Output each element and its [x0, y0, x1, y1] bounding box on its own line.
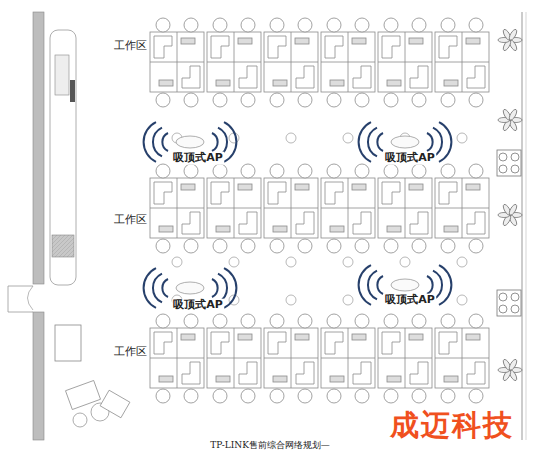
- stool: [457, 257, 467, 267]
- equipment-box: [497, 150, 521, 176]
- desk-cluster: [378, 314, 432, 403]
- zone-label: 工作区: [113, 346, 148, 359]
- ap-label: 吸顶式AP: [172, 299, 224, 312]
- stool: [286, 257, 296, 267]
- stool: [343, 257, 353, 267]
- desk-cluster: [264, 18, 318, 107]
- zone-label: 工作区: [113, 214, 148, 227]
- stool: [343, 133, 353, 143]
- plant: [498, 203, 522, 226]
- equipment-box: [497, 290, 521, 316]
- stool: [229, 257, 239, 267]
- desk-cluster: [435, 164, 489, 253]
- stool: [400, 257, 410, 267]
- stool: [343, 295, 353, 305]
- stool: [286, 133, 296, 143]
- stool: [172, 257, 182, 267]
- desk-cluster: [378, 164, 432, 253]
- watermark: 成迈科技: [389, 409, 515, 442]
- window-line: [522, 12, 523, 440]
- desk-cluster: [321, 164, 375, 253]
- desk-cluster: [435, 314, 489, 403]
- desk-cluster: [435, 18, 489, 107]
- stool: [457, 133, 467, 143]
- cabinet: [55, 325, 81, 361]
- ap-label: 吸顶式AP: [384, 152, 436, 165]
- plant: [498, 358, 522, 381]
- caption: TP-LINK售前综合网络规划—: [209, 440, 331, 450]
- lounge: [65, 380, 129, 427]
- plant: [498, 108, 522, 131]
- desk-cluster: [150, 164, 204, 253]
- cabinet: [55, 55, 69, 95]
- desk-cluster: [321, 18, 375, 107]
- stairs: [52, 235, 74, 257]
- desk-cluster: [264, 164, 318, 253]
- stool: [286, 295, 296, 305]
- desk-cluster: [207, 164, 261, 253]
- stool: [457, 295, 467, 305]
- counter: [50, 30, 76, 285]
- stool: [229, 133, 239, 143]
- window-line: [526, 12, 527, 440]
- desk-cluster: [264, 314, 318, 403]
- desk-cluster: [150, 314, 204, 403]
- device: [70, 80, 75, 102]
- door: [8, 286, 33, 312]
- desk-cluster: [150, 18, 204, 107]
- wall: [33, 12, 44, 284]
- zone-label: 工作区: [113, 40, 148, 53]
- plant: [498, 28, 522, 51]
- desk-cluster: [207, 18, 261, 107]
- ap-label: 吸顶式AP: [172, 152, 224, 165]
- desk-cluster: [378, 18, 432, 107]
- desk-cluster: [207, 314, 261, 403]
- ap-label: 吸顶式AP: [384, 294, 436, 307]
- desk-cluster: [321, 314, 375, 403]
- door-swing: [28, 286, 34, 310]
- wall: [33, 312, 44, 440]
